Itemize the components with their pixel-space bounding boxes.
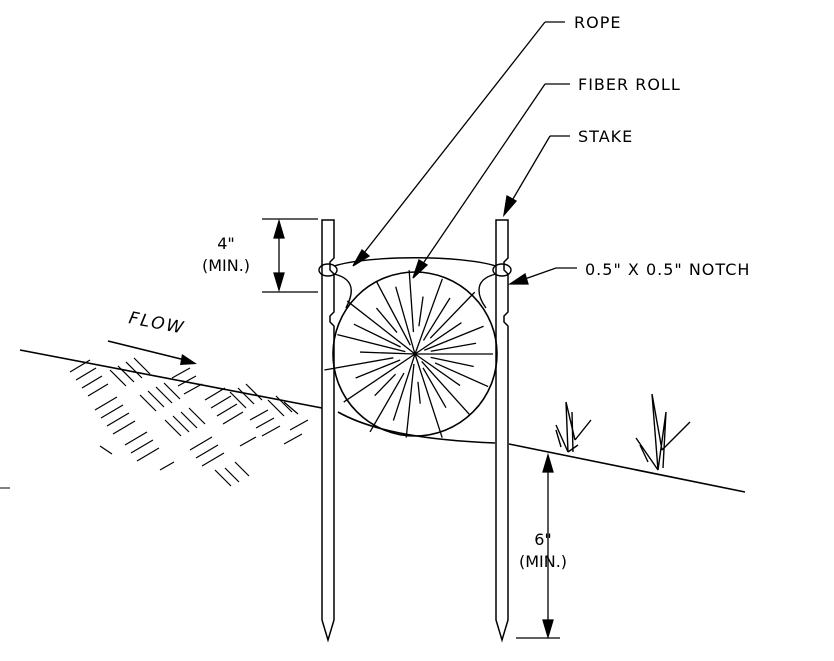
- top-dimension-qualifier: (MIN.): [202, 256, 250, 275]
- fiber-roll: [324, 270, 498, 438]
- stake-label: STAKE: [578, 127, 633, 146]
- fiber-strand: [430, 342, 477, 352]
- top-dimension-value: 4": [217, 234, 235, 253]
- fiber-strand: [395, 286, 416, 355]
- bottom-dimension-qualifier: (MIN.): [519, 552, 567, 571]
- rope: [318, 257, 512, 309]
- ground-line-left: [19, 349, 323, 409]
- fiber-strand: [417, 381, 421, 404]
- ground-line-right: [508, 443, 746, 493]
- rope-label: ROPE: [574, 13, 621, 32]
- fiber-strand: [414, 322, 462, 355]
- fiber-strands: [324, 270, 493, 438]
- fiber-strand: [434, 362, 489, 388]
- fiber-strand: [374, 373, 397, 397]
- fiber-strand: [430, 356, 474, 368]
- ground-line-under-roll: [337, 411, 496, 444]
- fiber-strand: [369, 372, 405, 433]
- fiber-strand: [355, 359, 401, 379]
- leader-stake: [503, 135, 570, 218]
- left-stake: [321, 219, 335, 643]
- fiber-strand: [337, 334, 406, 353]
- fiber-strand: [353, 323, 401, 348]
- fiber-strand: [418, 296, 424, 327]
- fiber-strand: [343, 353, 416, 403]
- flow-label: FLOW: [127, 308, 187, 338]
- leader-notch: [507, 267, 577, 285]
- fiber-strand: [414, 278, 443, 355]
- fiber-strand: [375, 281, 411, 346]
- fiber-strand: [421, 360, 471, 416]
- fiber-strand: [360, 351, 416, 355]
- leader-rope: [352, 21, 565, 267]
- fiber-strand: [346, 300, 416, 355]
- fiber-roll-label: FIBER ROLL: [578, 75, 681, 94]
- fiber-strand: [422, 297, 451, 341]
- fiber-strand: [324, 357, 394, 371]
- bottom-dimension-value: 6": [534, 530, 552, 549]
- fiber-strand: [375, 307, 398, 333]
- fiber-strand: [414, 353, 461, 387]
- fiber-strand: [392, 353, 416, 421]
- right-stake: [495, 219, 509, 643]
- bottom-dimension: [516, 452, 560, 640]
- fiber-strand: [424, 325, 484, 351]
- flow-arrow: [107, 340, 197, 365]
- fiber-strand: [422, 367, 447, 409]
- fiber-strand: [414, 353, 443, 438]
- soil-hatch: [69, 357, 309, 487]
- fiber-strand: [405, 363, 415, 438]
- fiber-strand: [429, 291, 476, 339]
- fiber-strand: [408, 270, 415, 333]
- grass-tufts: [555, 393, 691, 471]
- top-dimension: [262, 218, 318, 293]
- leader-fiber-roll: [412, 83, 570, 279]
- notch-label: 0.5" X 0.5" NOTCH: [585, 260, 750, 279]
